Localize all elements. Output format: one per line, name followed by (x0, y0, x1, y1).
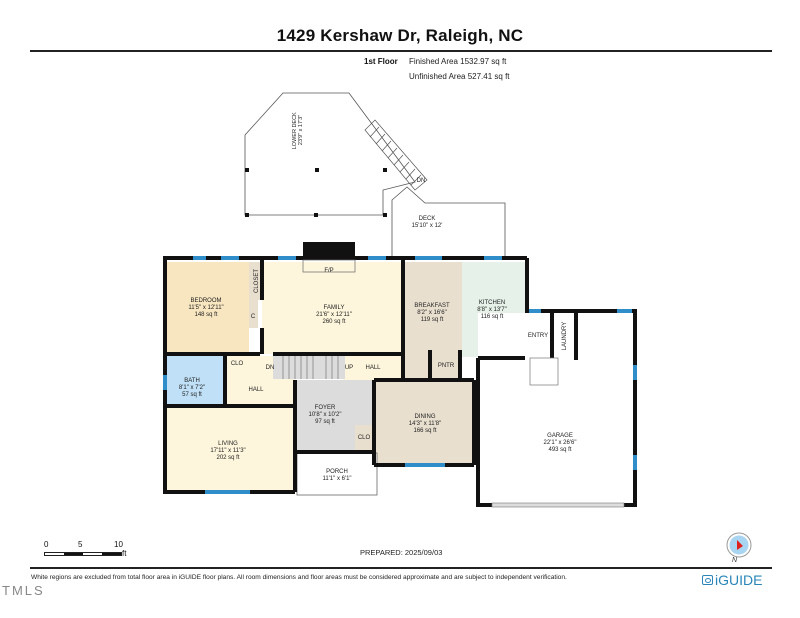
header-divider (30, 50, 772, 52)
fireplace-hearth (302, 259, 356, 273)
svg-text:F/P: F/P (324, 268, 333, 274)
floor-label: 1st Floor (364, 57, 398, 66)
svg-text:8'1" x 7'2": 8'1" x 7'2" (179, 385, 205, 391)
svg-text:11'1" x 6'1": 11'1" x 6'1" (322, 476, 351, 482)
svg-text:FAMILY: FAMILY (324, 305, 345, 311)
family-room (262, 262, 403, 354)
svg-text:BATH: BATH (184, 378, 200, 384)
garage-room (478, 313, 635, 505)
svg-text:21'6" x 12'11": 21'6" x 12'11" (316, 312, 352, 318)
deck-dn-label: DN (417, 178, 426, 184)
deck (391, 186, 506, 259)
svg-text:HALL: HALL (365, 365, 381, 371)
svg-text:97 sq ft: 97 sq ft (315, 419, 335, 425)
bath-room (165, 356, 223, 406)
fireplace (303, 242, 355, 258)
svg-text:116 sq ft: 116 sq ft (481, 314, 504, 320)
mls-watermark: TMLS (2, 583, 45, 598)
finished-area: Finished Area 1532.97 sq ft (409, 57, 507, 66)
living-room (165, 408, 295, 492)
footer-divider (30, 567, 772, 569)
svg-text:CLOSET: CLOSET (254, 269, 260, 293)
svg-text:GARAGE: GARAGE (547, 433, 573, 439)
scale-tick-0: 0 (44, 540, 49, 549)
unfinished-area: Unfinished Area 527.41 sq ft (409, 72, 510, 81)
svg-text:KITCHEN: KITCHEN (479, 300, 505, 306)
scale-bar: 0 5 10 ft (44, 540, 134, 560)
iguide-logo: iGUIDE (702, 572, 762, 588)
svg-text:10'8" x 10'2": 10'8" x 10'2" (309, 412, 342, 418)
scale-tick-10: 10 (114, 540, 123, 549)
svg-text:119 sq ft: 119 sq ft (421, 317, 444, 323)
svg-text:260 sq ft: 260 sq ft (322, 319, 345, 325)
svg-text:DN: DN (266, 365, 275, 371)
svg-text:202 sq ft: 202 sq ft (216, 455, 239, 461)
deck-posts (245, 168, 387, 217)
deck-label: DECK (419, 216, 436, 222)
svg-text:148 sq ft: 148 sq ft (194, 312, 217, 318)
prepared-date: PREPARED: 2025/09/03 (360, 548, 443, 557)
svg-text:17'11" x 11'3": 17'11" x 11'3" (210, 448, 245, 454)
scale-tick-5: 5 (78, 540, 83, 549)
scale-unit: ft (122, 549, 127, 558)
svg-text:CLO: CLO (358, 435, 371, 441)
svg-text:LIVING: LIVING (218, 441, 238, 447)
svg-text:DINING: DINING (415, 414, 436, 420)
deck-stairs (364, 119, 428, 191)
disclaimer-text: White regions are excluded from total fl… (31, 574, 567, 581)
svg-text:UP: UP (345, 365, 353, 371)
garage-door (491, 502, 625, 508)
bedroom-room (165, 262, 249, 354)
svg-text:57 sq ft: 57 sq ft (182, 392, 202, 398)
svg-text:PORCH: PORCH (326, 469, 348, 475)
pntr-room (432, 352, 460, 379)
svg-text:22'1" x 26'6": 22'1" x 26'6" (544, 440, 577, 446)
svg-text:ENTRY: ENTRY (528, 333, 548, 339)
svg-text:BEDROOM: BEDROOM (190, 298, 221, 304)
clo2-room (355, 425, 373, 451)
iguide-logo-text: iGUIDE (715, 572, 763, 588)
svg-text:BREAKFAST: BREAKFAST (414, 303, 450, 309)
svg-text:166 sq ft: 166 sq ft (413, 428, 436, 434)
deck-dims: 15'10" x 12' (412, 223, 443, 229)
c-closet-room (249, 300, 258, 328)
compass-icon (726, 532, 752, 558)
interior-stairs (282, 356, 339, 379)
closet-room (249, 262, 262, 300)
svg-text:493 sq ft: 493 sq ft (548, 447, 571, 453)
iguide-logo-icon (702, 575, 713, 585)
room-labels: BEDROOM 11'5" x 12'11" 148 sq ft FAMILY … (179, 268, 577, 482)
svg-text:C: C (251, 314, 256, 320)
garage-steps (529, 357, 559, 386)
svg-text:11'5" x 12'11": 11'5" x 12'11" (188, 305, 223, 311)
svg-text:PNTR: PNTR (438, 363, 455, 369)
dining-room (374, 381, 474, 464)
hall-upper-room (343, 355, 403, 380)
svg-text:CLO: CLO (231, 361, 244, 367)
page-title: 1429 Kershaw Dr, Raleigh, NC (276, 26, 524, 45)
windows (163, 256, 637, 494)
svg-text:8'2" x 16'6": 8'2" x 16'6" (417, 310, 447, 316)
svg-text:FOYER: FOYER (315, 405, 336, 411)
svg-text:LAUNDRY: LAUNDRY (562, 322, 568, 351)
compass-north-label: N (732, 557, 738, 564)
svg-text:14'3" x 11'8": 14'3" x 11'8" (409, 421, 441, 427)
stairs-area (273, 355, 345, 379)
svg-text:8'8" x 13'7": 8'8" x 13'7" (477, 307, 507, 313)
svg-text:HALL: HALL (248, 387, 264, 393)
lower-deck (244, 92, 416, 216)
lower-deck-label: LOWER DECK 23'9" x 17'3" (292, 111, 304, 150)
scale-bar-graphic (44, 552, 122, 556)
